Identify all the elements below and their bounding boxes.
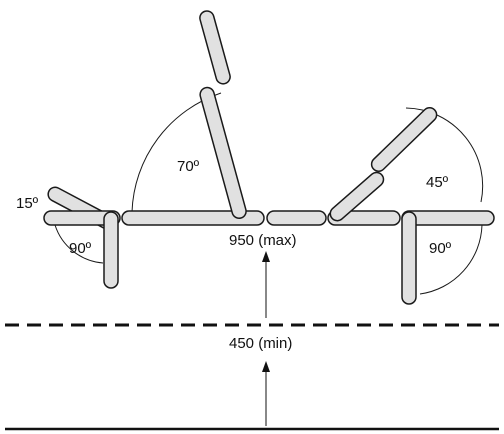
angle-label-back-raise: 70º <box>177 158 200 175</box>
leg-down-angle-arc <box>419 224 483 295</box>
head-section <box>43 210 121 226</box>
back-section-raised-lower <box>199 86 247 220</box>
min-height-arrowhead <box>262 361 270 372</box>
max-height-arrowhead <box>262 251 270 262</box>
head-section-down <box>103 211 119 289</box>
back-section-raised-upper <box>199 10 231 85</box>
min-height-label: 450 (min) <box>229 335 292 352</box>
angle-label-head-up: 15º <box>16 195 39 212</box>
max-height-label: 950 (max) <box>229 232 297 249</box>
angle-label-head-down: 90º <box>69 240 92 257</box>
leg-section-raised-lower <box>329 171 385 222</box>
angle-label-leg-down: 90º <box>429 240 452 257</box>
head-down-angle-arc <box>54 224 104 264</box>
back-section <box>121 210 265 226</box>
leg-section-down <box>401 211 417 305</box>
seat-section <box>266 210 327 226</box>
angle-label-leg-raise: 45º <box>426 174 449 191</box>
leg-section-raised-upper <box>370 107 438 172</box>
